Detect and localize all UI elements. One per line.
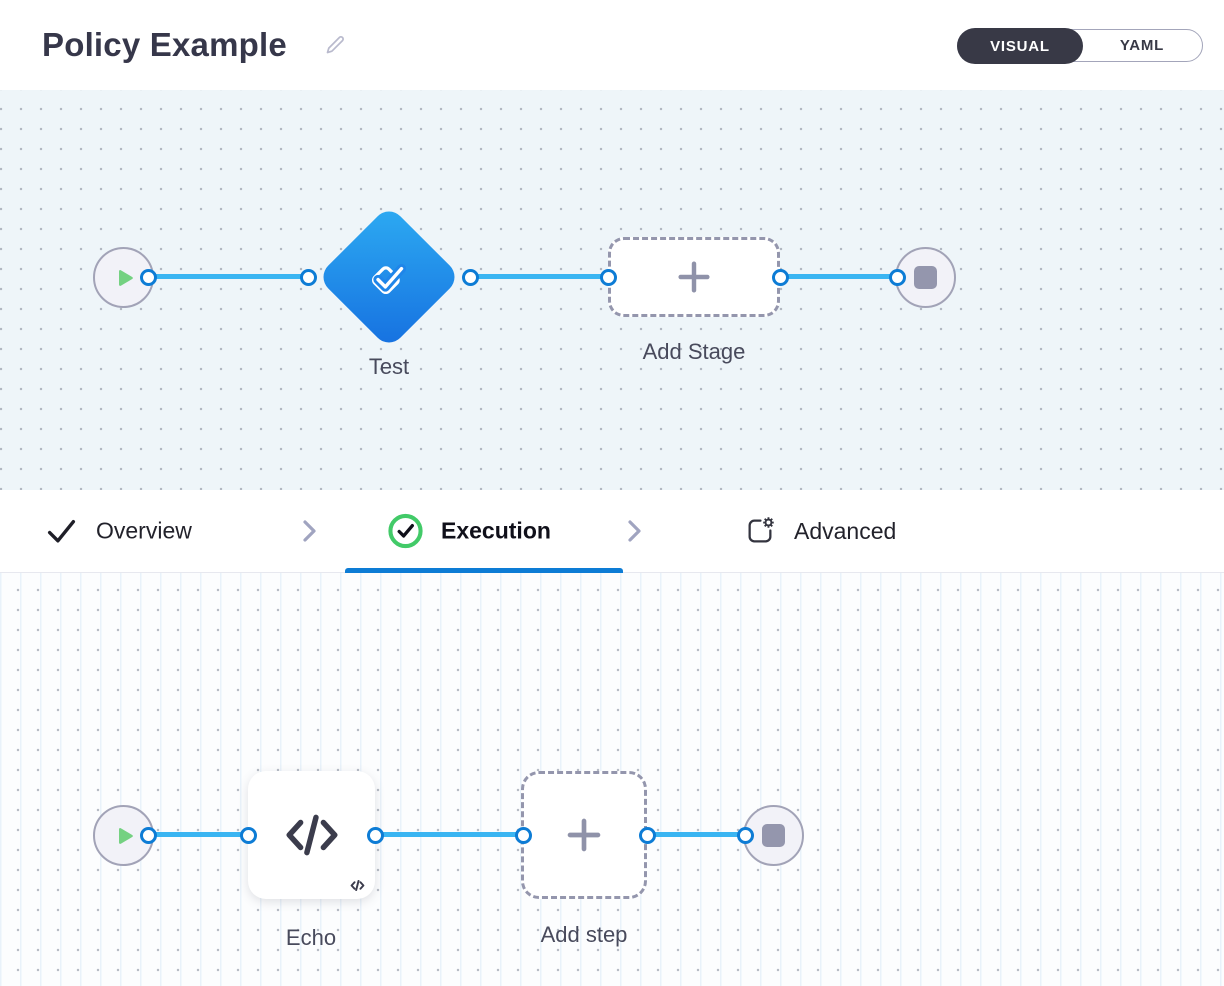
connector-port[interactable] bbox=[367, 827, 384, 844]
tab-advanced[interactable]: Advanced bbox=[744, 515, 896, 547]
stage-label: Test bbox=[368, 354, 410, 379]
stage-node-test[interactable] bbox=[316, 204, 462, 350]
play-icon bbox=[111, 823, 137, 849]
edge bbox=[375, 832, 523, 837]
stop-icon bbox=[762, 824, 785, 847]
tab-execution[interactable]: Execution bbox=[388, 513, 551, 549]
add-stage-button[interactable] bbox=[608, 237, 780, 317]
stage-canvas[interactable]: Test Add Stage bbox=[0, 90, 1224, 490]
execution-step-canvas[interactable]: Echo Add step bbox=[0, 573, 1224, 986]
edge bbox=[470, 274, 608, 279]
add-step-label: Add step bbox=[540, 922, 628, 947]
connector-port[interactable] bbox=[515, 827, 532, 844]
step-node-echo[interactable] bbox=[248, 771, 375, 899]
active-tab-underline bbox=[345, 568, 623, 573]
approval-check-icon bbox=[364, 252, 414, 302]
page-title: Policy Example bbox=[42, 26, 287, 63]
connector-port[interactable] bbox=[240, 827, 257, 844]
chevron-right-icon bbox=[297, 518, 321, 544]
plus-icon bbox=[563, 814, 605, 856]
connector-port[interactable] bbox=[639, 827, 656, 844]
visual-yaml-toggle[interactable]: VISUAL YAML bbox=[957, 28, 1203, 64]
add-stage-label: Add Stage bbox=[642, 339, 746, 364]
edge bbox=[647, 832, 745, 837]
shell-script-badge-code-icon bbox=[349, 879, 366, 892]
tab-execution-label: Execution bbox=[441, 517, 551, 544]
play-icon bbox=[111, 265, 137, 291]
toggle-yaml-button[interactable]: YAML bbox=[1119, 36, 1165, 54]
stop-icon bbox=[914, 266, 937, 289]
advanced-settings-icon bbox=[744, 515, 776, 547]
connector-port[interactable] bbox=[737, 827, 754, 844]
edge bbox=[148, 274, 308, 279]
tab-overview-label: Overview bbox=[96, 517, 192, 544]
plus-icon bbox=[674, 257, 714, 297]
check-circle-icon bbox=[388, 513, 423, 549]
connector-port[interactable] bbox=[772, 269, 789, 286]
add-step-button[interactable] bbox=[521, 771, 647, 899]
connector-port[interactable] bbox=[140, 827, 157, 844]
edge bbox=[780, 274, 897, 279]
tab-overview[interactable]: Overview bbox=[45, 515, 192, 548]
connector-port[interactable] bbox=[889, 269, 906, 286]
step-label: Echo bbox=[285, 925, 337, 950]
edit-title-pencil-icon[interactable] bbox=[323, 33, 347, 57]
connector-port[interactable] bbox=[140, 269, 157, 286]
connector-port[interactable] bbox=[300, 269, 317, 286]
toggle-visual-button[interactable]: VISUAL bbox=[957, 28, 1083, 64]
edge bbox=[148, 832, 248, 837]
pipeline-end-node bbox=[895, 247, 956, 308]
check-icon bbox=[45, 515, 78, 548]
connector-port[interactable] bbox=[600, 269, 617, 286]
connector-port[interactable] bbox=[462, 269, 479, 286]
tab-advanced-label: Advanced bbox=[794, 517, 897, 544]
code-icon bbox=[284, 810, 340, 860]
chevron-right-icon bbox=[622, 518, 646, 544]
stage-config-tabbar: Overview Execution bbox=[0, 490, 1224, 573]
header: Policy Example VISUAL YAML bbox=[0, 0, 1224, 90]
